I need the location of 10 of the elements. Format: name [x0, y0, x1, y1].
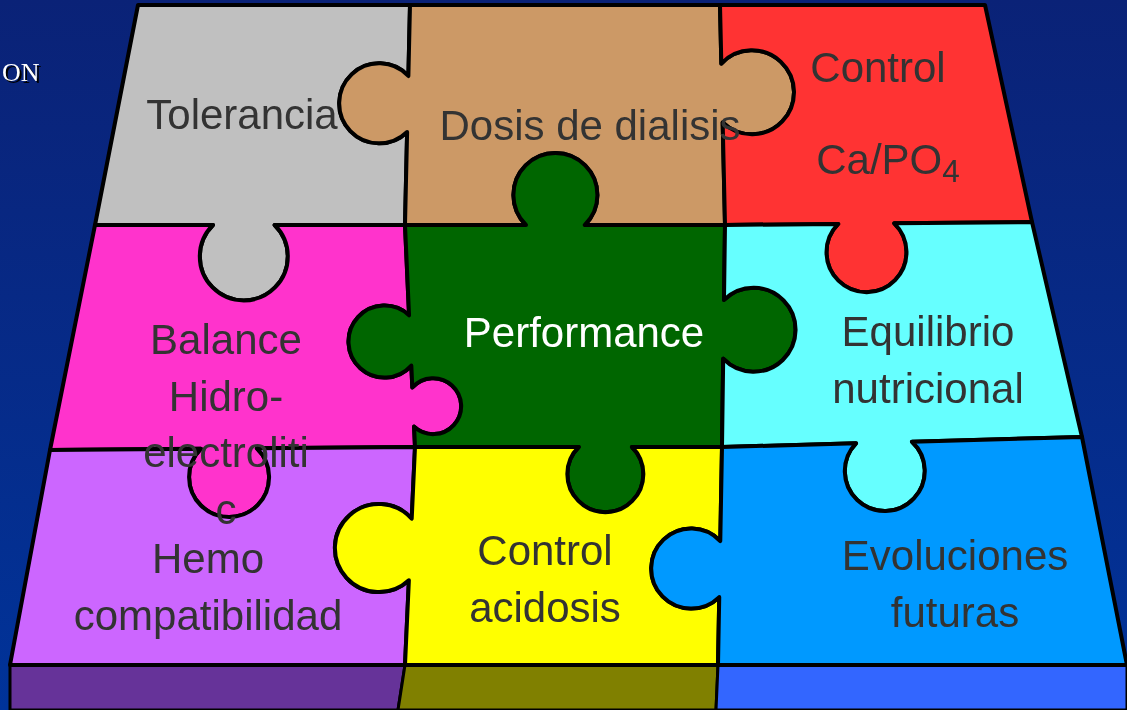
heading-fragment: ON	[2, 60, 40, 86]
piece-label: Performance	[463, 307, 705, 358]
piece-label: Equilibrio nutricional	[831, 307, 1025, 414]
piece-label: Ca/PO$_{4}$	[816, 134, 960, 189]
piece-label: Hemo compatibilidad	[72, 534, 344, 641]
piece-label: Dosis de dialisis	[439, 100, 741, 151]
piece-label: Control	[810, 42, 946, 93]
piece-label: Tolerancia	[146, 89, 338, 140]
piece-label: Control acidosis	[468, 526, 622, 633]
piece-label: Evoluciones futuras	[840, 531, 1070, 638]
